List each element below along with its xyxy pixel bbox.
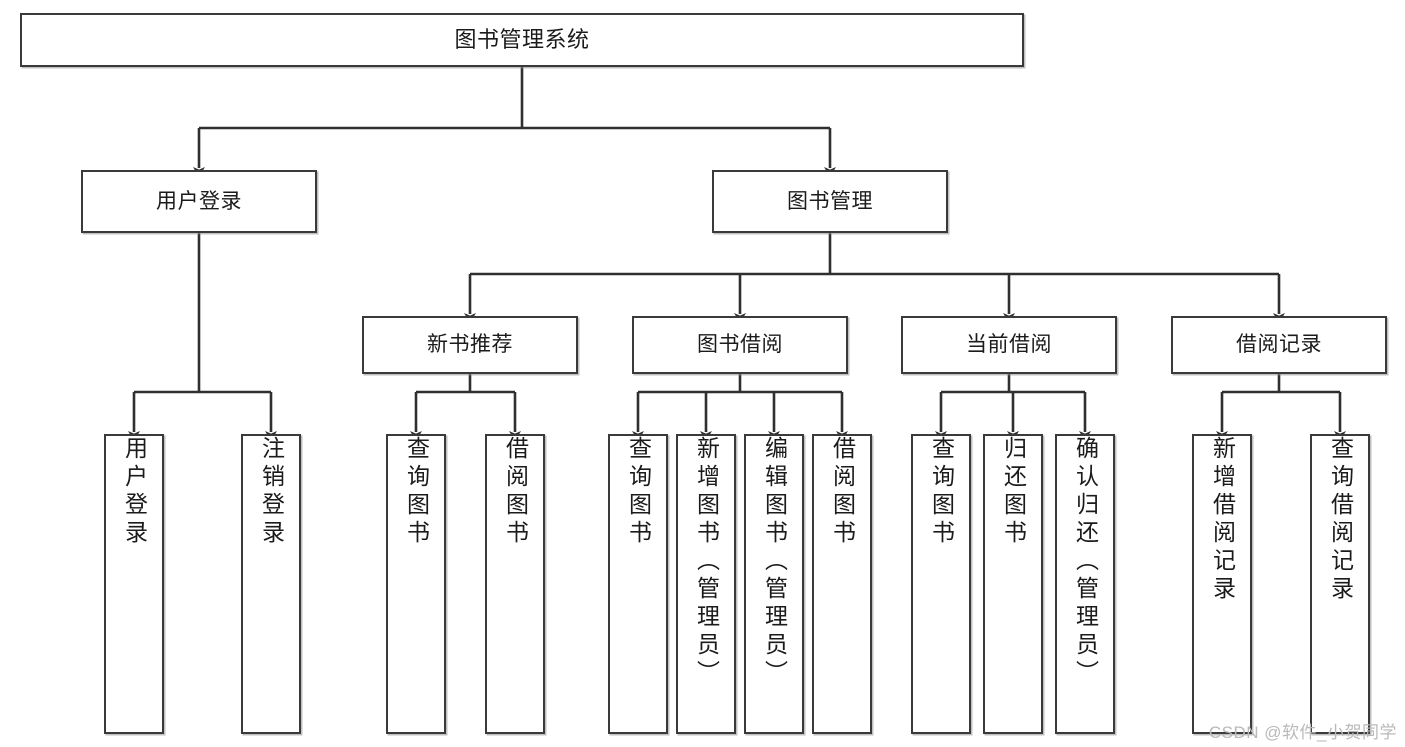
node-label: 当前借阅 <box>966 333 1052 357</box>
node-label: 注销登录 <box>258 436 285 548</box>
node-label: 用户登录 <box>121 436 148 548</box>
node-root[interactable]: 图书管理系统 <box>20 13 1024 67</box>
node-label: 图书管理 <box>787 189 873 213</box>
node-label: 借阅图书 <box>829 436 856 548</box>
node-leaf-borrow-book-2[interactable]: 借阅图书 <box>812 434 872 734</box>
node-user-login[interactable]: 用户登录 <box>81 170 317 233</box>
node-book-management[interactable]: 图书管理 <box>712 170 948 233</box>
node-label: 图书管理系统 <box>454 26 590 52</box>
node-leaf-return-book[interactable]: 归还图书 <box>983 434 1043 734</box>
node-label: 新增借阅记录 <box>1209 436 1236 604</box>
node-leaf-query-book-1[interactable]: 查询图书 <box>386 434 446 734</box>
node-leaf-add-book-admin[interactable]: 新增图书（管理员） <box>676 434 736 734</box>
node-borrow-record[interactable]: 借阅记录 <box>1171 316 1387 374</box>
node-label: 查询借阅记录 <box>1327 436 1354 604</box>
node-leaf-add-borrow-record[interactable]: 新增借阅记录 <box>1192 434 1252 734</box>
node-label: 用户登录 <box>156 189 242 213</box>
node-label: 借阅图书 <box>502 436 529 548</box>
node-label: 编辑图书（管理员） <box>761 436 788 688</box>
node-label: 新书推荐 <box>427 333 513 357</box>
node-label: 图书借阅 <box>697 333 783 357</box>
node-label: 查询图书 <box>928 436 955 548</box>
node-label: 查询图书 <box>403 436 430 548</box>
node-label: 确认归还（管理员） <box>1072 436 1099 688</box>
node-leaf-confirm-return-admin[interactable]: 确认归还（管理员） <box>1055 434 1115 734</box>
node-label: 借阅记录 <box>1236 333 1322 357</box>
node-book-borrow[interactable]: 图书借阅 <box>632 316 848 374</box>
node-leaf-edit-book-admin[interactable]: 编辑图书（管理员） <box>744 434 804 734</box>
watermark-text: CSDN @软件_小贺同学 <box>1208 723 1397 742</box>
node-current-borrow[interactable]: 当前借阅 <box>901 316 1117 374</box>
node-leaf-query-book-2[interactable]: 查询图书 <box>608 434 668 734</box>
node-new-book-recommend[interactable]: 新书推荐 <box>362 316 578 374</box>
node-leaf-user-login[interactable]: 用户登录 <box>104 434 164 734</box>
node-label: 查询图书 <box>625 436 652 548</box>
node-label: 新增图书（管理员） <box>693 436 720 688</box>
node-label: 归还图书 <box>1000 436 1027 548</box>
node-leaf-query-borrow-record[interactable]: 查询借阅记录 <box>1310 434 1370 734</box>
node-leaf-logout[interactable]: 注销登录 <box>241 434 301 734</box>
node-leaf-query-book-3[interactable]: 查询图书 <box>911 434 971 734</box>
node-leaf-borrow-book-1[interactable]: 借阅图书 <box>485 434 545 734</box>
